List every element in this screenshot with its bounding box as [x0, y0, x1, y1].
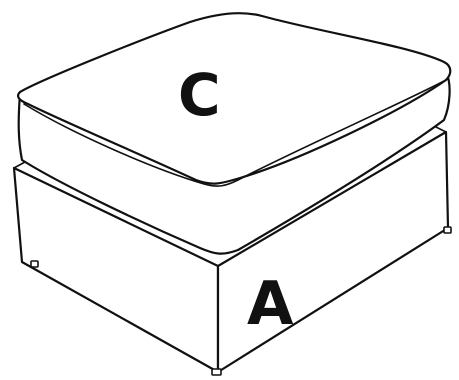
- foot-front: [212, 369, 221, 375]
- foot-left: [31, 261, 38, 267]
- label-c: C: [178, 66, 221, 124]
- label-a: A: [247, 274, 293, 334]
- foot-right: [444, 227, 451, 233]
